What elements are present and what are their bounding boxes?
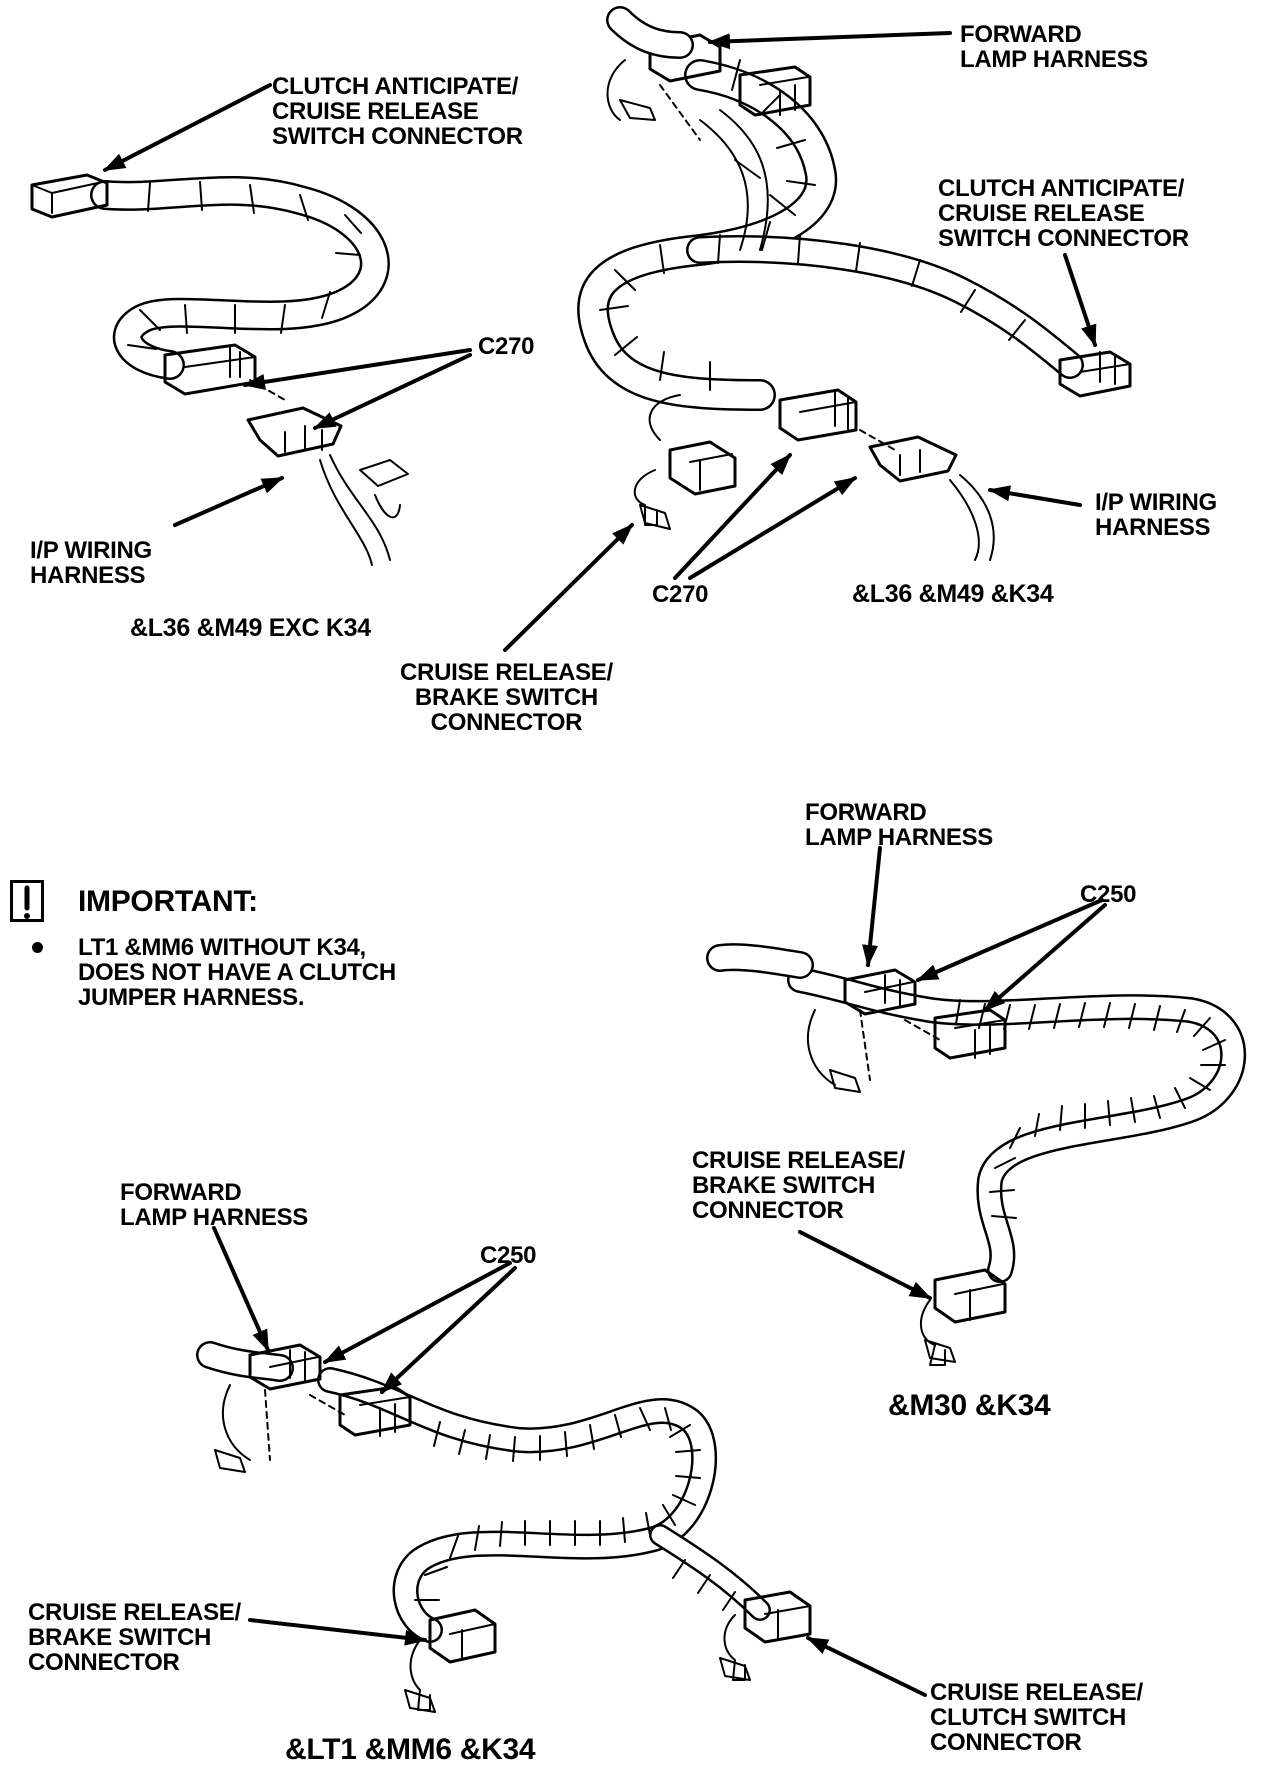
harness-bottom [196, 1341, 812, 1713]
bullet-icon [32, 942, 43, 953]
label-cruise-brake-bottom: CRUISE RELEASE/ BRAKE SWITCH CONNECTOR [28, 1599, 241, 1676]
label-forward-lamp-bottom: FORWARD LAMP HARNESS [120, 1179, 308, 1231]
exclamation-box-icon [10, 880, 44, 922]
label-forward-lamp-mid: FORWARD LAMP HARNESS [805, 799, 993, 851]
label-c250-bottom: C250 [480, 1242, 537, 1269]
label-ip-harness-right: I/P WIRING HARNESS [1095, 489, 1217, 541]
label-forward-lamp-top: FORWARD LAMP HARNESS [960, 21, 1148, 73]
label-c270-right: C270 [652, 581, 709, 608]
label-clutch-anticipate-left: CLUTCH ANTICIPATE/ CRUISE RELEASE SWITCH… [272, 73, 523, 150]
harness-mid-right [706, 943, 1247, 1366]
important-title: IMPORTANT: [78, 885, 258, 918]
caption-l36-m49-k34: &L36 &M49 &K34 [852, 580, 1054, 608]
leader-arrows [103, 31, 1107, 1697]
exclamation-glyph [24, 885, 30, 919]
caption-lt1-mm6-k34: &LT1 &MM6 &K34 [285, 1733, 536, 1766]
harness-top-right [577, 6, 1132, 561]
label-c250-mid: C250 [1080, 881, 1137, 908]
caption-m30-k34: &M30 &K34 [888, 1389, 1051, 1422]
label-c270-left: C270 [478, 333, 535, 360]
label-clutch-anticipate-right: CLUTCH ANTICIPATE/ CRUISE RELEASE SWITCH… [938, 175, 1189, 252]
caption-l36-m49-exc-k34: &L36 &M49 EXC K34 [130, 614, 371, 642]
label-cruise-brake-top: CRUISE RELEASE/ BRAKE SWITCH CONNECTOR [400, 659, 613, 736]
label-cruise-clutch-bottom: CRUISE RELEASE/ CLUTCH SWITCH CONNECTOR [930, 1679, 1143, 1756]
harness-top-left [30, 173, 409, 566]
label-cruise-brake-mid: CRUISE RELEASE/ BRAKE SWITCH CONNECTOR [692, 1147, 905, 1224]
important-note: LT1 &MM6 WITHOUT K34, DOES NOT HAVE A CL… [78, 934, 396, 1011]
label-ip-harness-left: I/P WIRING HARNESS [30, 537, 152, 589]
